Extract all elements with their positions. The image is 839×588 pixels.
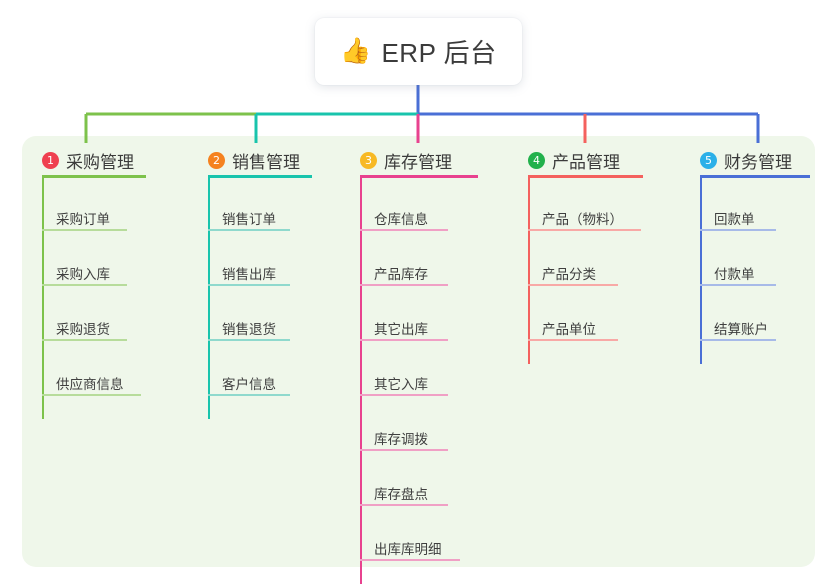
list-item-label: 采购入库 bbox=[56, 267, 110, 282]
list-item-rule bbox=[528, 229, 641, 231]
column-trunk-1 bbox=[42, 176, 44, 419]
list-item-rule bbox=[208, 394, 290, 396]
column-badge-2: 2 bbox=[208, 152, 225, 169]
column-title-5: 财务管理 bbox=[724, 153, 792, 172]
list-item-rule bbox=[42, 229, 127, 231]
list-item-rule bbox=[360, 559, 460, 561]
list-item[interactable]: 销售退货 bbox=[208, 318, 290, 341]
list-item-label: 采购退货 bbox=[56, 322, 110, 337]
list-item[interactable]: 采购退货 bbox=[42, 318, 127, 341]
diagram-panel bbox=[22, 136, 815, 567]
column-badge-4: 4 bbox=[528, 152, 545, 169]
list-item-label: 采购订单 bbox=[56, 212, 110, 227]
list-item-label: 库存盘点 bbox=[374, 487, 428, 502]
list-item[interactable]: 其它出库 bbox=[360, 318, 448, 341]
list-item-label: 销售出库 bbox=[222, 267, 276, 282]
column-header-rule-5 bbox=[700, 175, 810, 178]
list-item[interactable]: 采购入库 bbox=[42, 263, 127, 286]
column-badge-3: 3 bbox=[360, 152, 377, 169]
list-item[interactable]: 供应商信息 bbox=[42, 373, 141, 396]
list-item[interactable]: 仓库信息 bbox=[360, 208, 448, 231]
column-header-1[interactable]: 1 采购管理 bbox=[42, 148, 134, 173]
list-item[interactable]: 产品库存 bbox=[360, 263, 448, 286]
list-item-rule bbox=[360, 394, 448, 396]
thumbs-up-icon: 👍 bbox=[340, 37, 372, 65]
list-item[interactable]: 客户信息 bbox=[208, 373, 290, 396]
list-item-rule bbox=[42, 394, 141, 396]
root-node-card[interactable]: 👍 ERP 后台 bbox=[315, 18, 522, 85]
list-item[interactable]: 库存调拨 bbox=[360, 428, 448, 451]
column-header-rule-2 bbox=[208, 175, 312, 178]
list-item-label: 其它入库 bbox=[374, 377, 428, 392]
list-item[interactable]: 产品（物料） bbox=[528, 208, 641, 231]
column-badge-5: 5 bbox=[700, 152, 717, 169]
list-item-label: 客户信息 bbox=[222, 377, 276, 392]
list-item-label: 产品单位 bbox=[542, 322, 596, 337]
column-trunk-5 bbox=[700, 176, 702, 364]
list-item-rule bbox=[42, 339, 127, 341]
list-item-rule bbox=[360, 449, 448, 451]
column-header-rule-1 bbox=[42, 175, 146, 178]
list-item-label: 产品库存 bbox=[374, 267, 428, 282]
list-item-rule bbox=[700, 339, 776, 341]
list-item-rule bbox=[360, 339, 448, 341]
list-item[interactable]: 付款单 bbox=[700, 263, 776, 286]
list-item-rule bbox=[360, 504, 448, 506]
list-item-rule bbox=[700, 229, 776, 231]
list-item[interactable]: 回款单 bbox=[700, 208, 776, 231]
list-item-rule bbox=[42, 284, 127, 286]
list-item-rule bbox=[700, 284, 776, 286]
column-header-4[interactable]: 4 产品管理 bbox=[528, 148, 620, 173]
column-header-5[interactable]: 5 财务管理 bbox=[700, 148, 792, 173]
list-item[interactable]: 产品分类 bbox=[528, 263, 618, 286]
column-header-2[interactable]: 2 销售管理 bbox=[208, 148, 300, 173]
list-item-rule bbox=[208, 284, 290, 286]
list-item-label: 结算账户 bbox=[714, 322, 768, 337]
column-trunk-4 bbox=[528, 176, 530, 364]
list-item[interactable]: 出库库明细 bbox=[360, 538, 460, 561]
list-item[interactable]: 库存盘点 bbox=[360, 483, 448, 506]
list-item-label: 产品（物料） bbox=[542, 212, 623, 227]
column-header-3[interactable]: 3 库存管理 bbox=[360, 148, 452, 173]
list-item-label: 销售退货 bbox=[222, 322, 276, 337]
list-item-label: 销售订单 bbox=[222, 212, 276, 227]
list-item-label: 仓库信息 bbox=[374, 212, 428, 227]
list-item[interactable]: 其它入库 bbox=[360, 373, 448, 396]
column-badge-1: 1 bbox=[42, 152, 59, 169]
list-item[interactable]: 销售订单 bbox=[208, 208, 290, 231]
list-item-label: 其它出库 bbox=[374, 322, 428, 337]
list-item-rule bbox=[360, 229, 448, 231]
column-title-2: 销售管理 bbox=[232, 153, 300, 172]
list-item-rule bbox=[528, 284, 618, 286]
list-item-rule bbox=[528, 339, 618, 341]
list-item-label: 付款单 bbox=[714, 267, 755, 282]
list-item-label: 出库库明细 bbox=[374, 542, 442, 557]
list-item[interactable]: 采购订单 bbox=[42, 208, 127, 231]
list-item-label: 库存调拨 bbox=[374, 432, 428, 447]
list-item-label: 供应商信息 bbox=[56, 377, 124, 392]
column-title-4: 产品管理 bbox=[552, 153, 620, 172]
column-header-rule-3 bbox=[360, 175, 478, 178]
column-trunk-3 bbox=[360, 176, 362, 584]
list-item-label: 回款单 bbox=[714, 212, 755, 227]
column-title-3: 库存管理 bbox=[384, 153, 452, 172]
list-item[interactable]: 产品单位 bbox=[528, 318, 618, 341]
column-trunk-2 bbox=[208, 176, 210, 419]
list-item[interactable]: 结算账户 bbox=[700, 318, 776, 341]
column-title-1: 采购管理 bbox=[66, 153, 134, 172]
list-item-rule bbox=[208, 339, 290, 341]
list-item-rule bbox=[208, 229, 290, 231]
column-header-rule-4 bbox=[528, 175, 643, 178]
list-item-rule bbox=[360, 284, 448, 286]
list-item[interactable]: 销售出库 bbox=[208, 263, 290, 286]
root-node-title: ERP 后台 bbox=[381, 38, 497, 68]
list-item-label: 产品分类 bbox=[542, 267, 596, 282]
